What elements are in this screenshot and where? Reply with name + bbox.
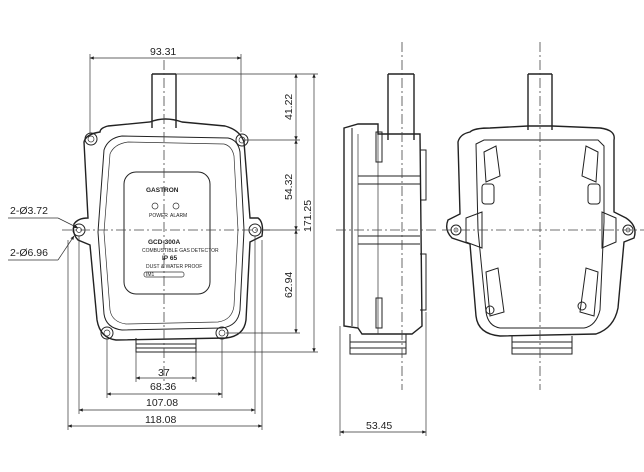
dim-bottom-width: 68.36 [150, 381, 176, 393]
back-body-outline [445, 125, 636, 337]
dim-width-top: 93.31 [150, 46, 176, 58]
back-view [442, 42, 644, 390]
dim-height-total: 171.25 [302, 200, 314, 232]
dim-height-antenna: 41.22 [283, 94, 295, 120]
panel-desc: COMBUSTIBLE GAS DETECTOR [142, 248, 219, 254]
dim-side-depth: 53.45 [366, 420, 392, 432]
side-clip-top [375, 131, 383, 163]
panel-tag: IM1 [146, 272, 155, 278]
back-thread [511, 336, 573, 355]
back-slot [579, 267, 599, 317]
front-thread [135, 338, 197, 353]
dim-hole-large: 2-Ø6.96 [10, 247, 48, 259]
back-screw-icon [577, 301, 587, 311]
dim-mount-width: 107.08 [146, 397, 178, 409]
side-thread [349, 334, 407, 355]
back-slot [581, 145, 599, 183]
panel-ip: IP 65 [162, 255, 177, 262]
back-slot [485, 267, 505, 317]
back-slot [587, 183, 601, 205]
panel-sub: DUST & WATER PROOF [146, 264, 202, 270]
side-dimensions: 53.45 [339, 312, 427, 436]
side-view [336, 42, 436, 390]
power-led [151, 202, 159, 210]
back-slot [481, 183, 495, 205]
screw-icon [84, 132, 98, 146]
led-left-label: POWER [149, 213, 168, 219]
led-right-label: ALARM [170, 213, 187, 219]
front-body-outline [72, 118, 264, 341]
front-panel [123, 171, 211, 295]
panel-logo: GASTRON [146, 187, 179, 194]
front-inner-outline [97, 135, 245, 331]
front-dimensions: 93.31 41.22 54.32 62.94 171.25 2-Ø3.72 2… [8, 46, 318, 430]
alarm-led [172, 202, 180, 210]
back-screw-icon [485, 305, 495, 315]
front-view: GASTRON POWER ALARM GCD-300A COMBUSTIBLE… [62, 60, 272, 385]
side-antenna [387, 73, 415, 140]
dim-height-mid: 54.32 [283, 174, 295, 200]
dim-thread-width: 37 [158, 367, 170, 379]
dim-overall-width: 118.08 [145, 414, 176, 426]
back-slot [483, 145, 501, 183]
dim-hole-small: 2-Ø3.72 [10, 205, 48, 217]
side-body-outline [343, 123, 423, 335]
side-clip-bottom [375, 297, 383, 329]
dim-height-low: 62.94 [283, 272, 295, 298]
